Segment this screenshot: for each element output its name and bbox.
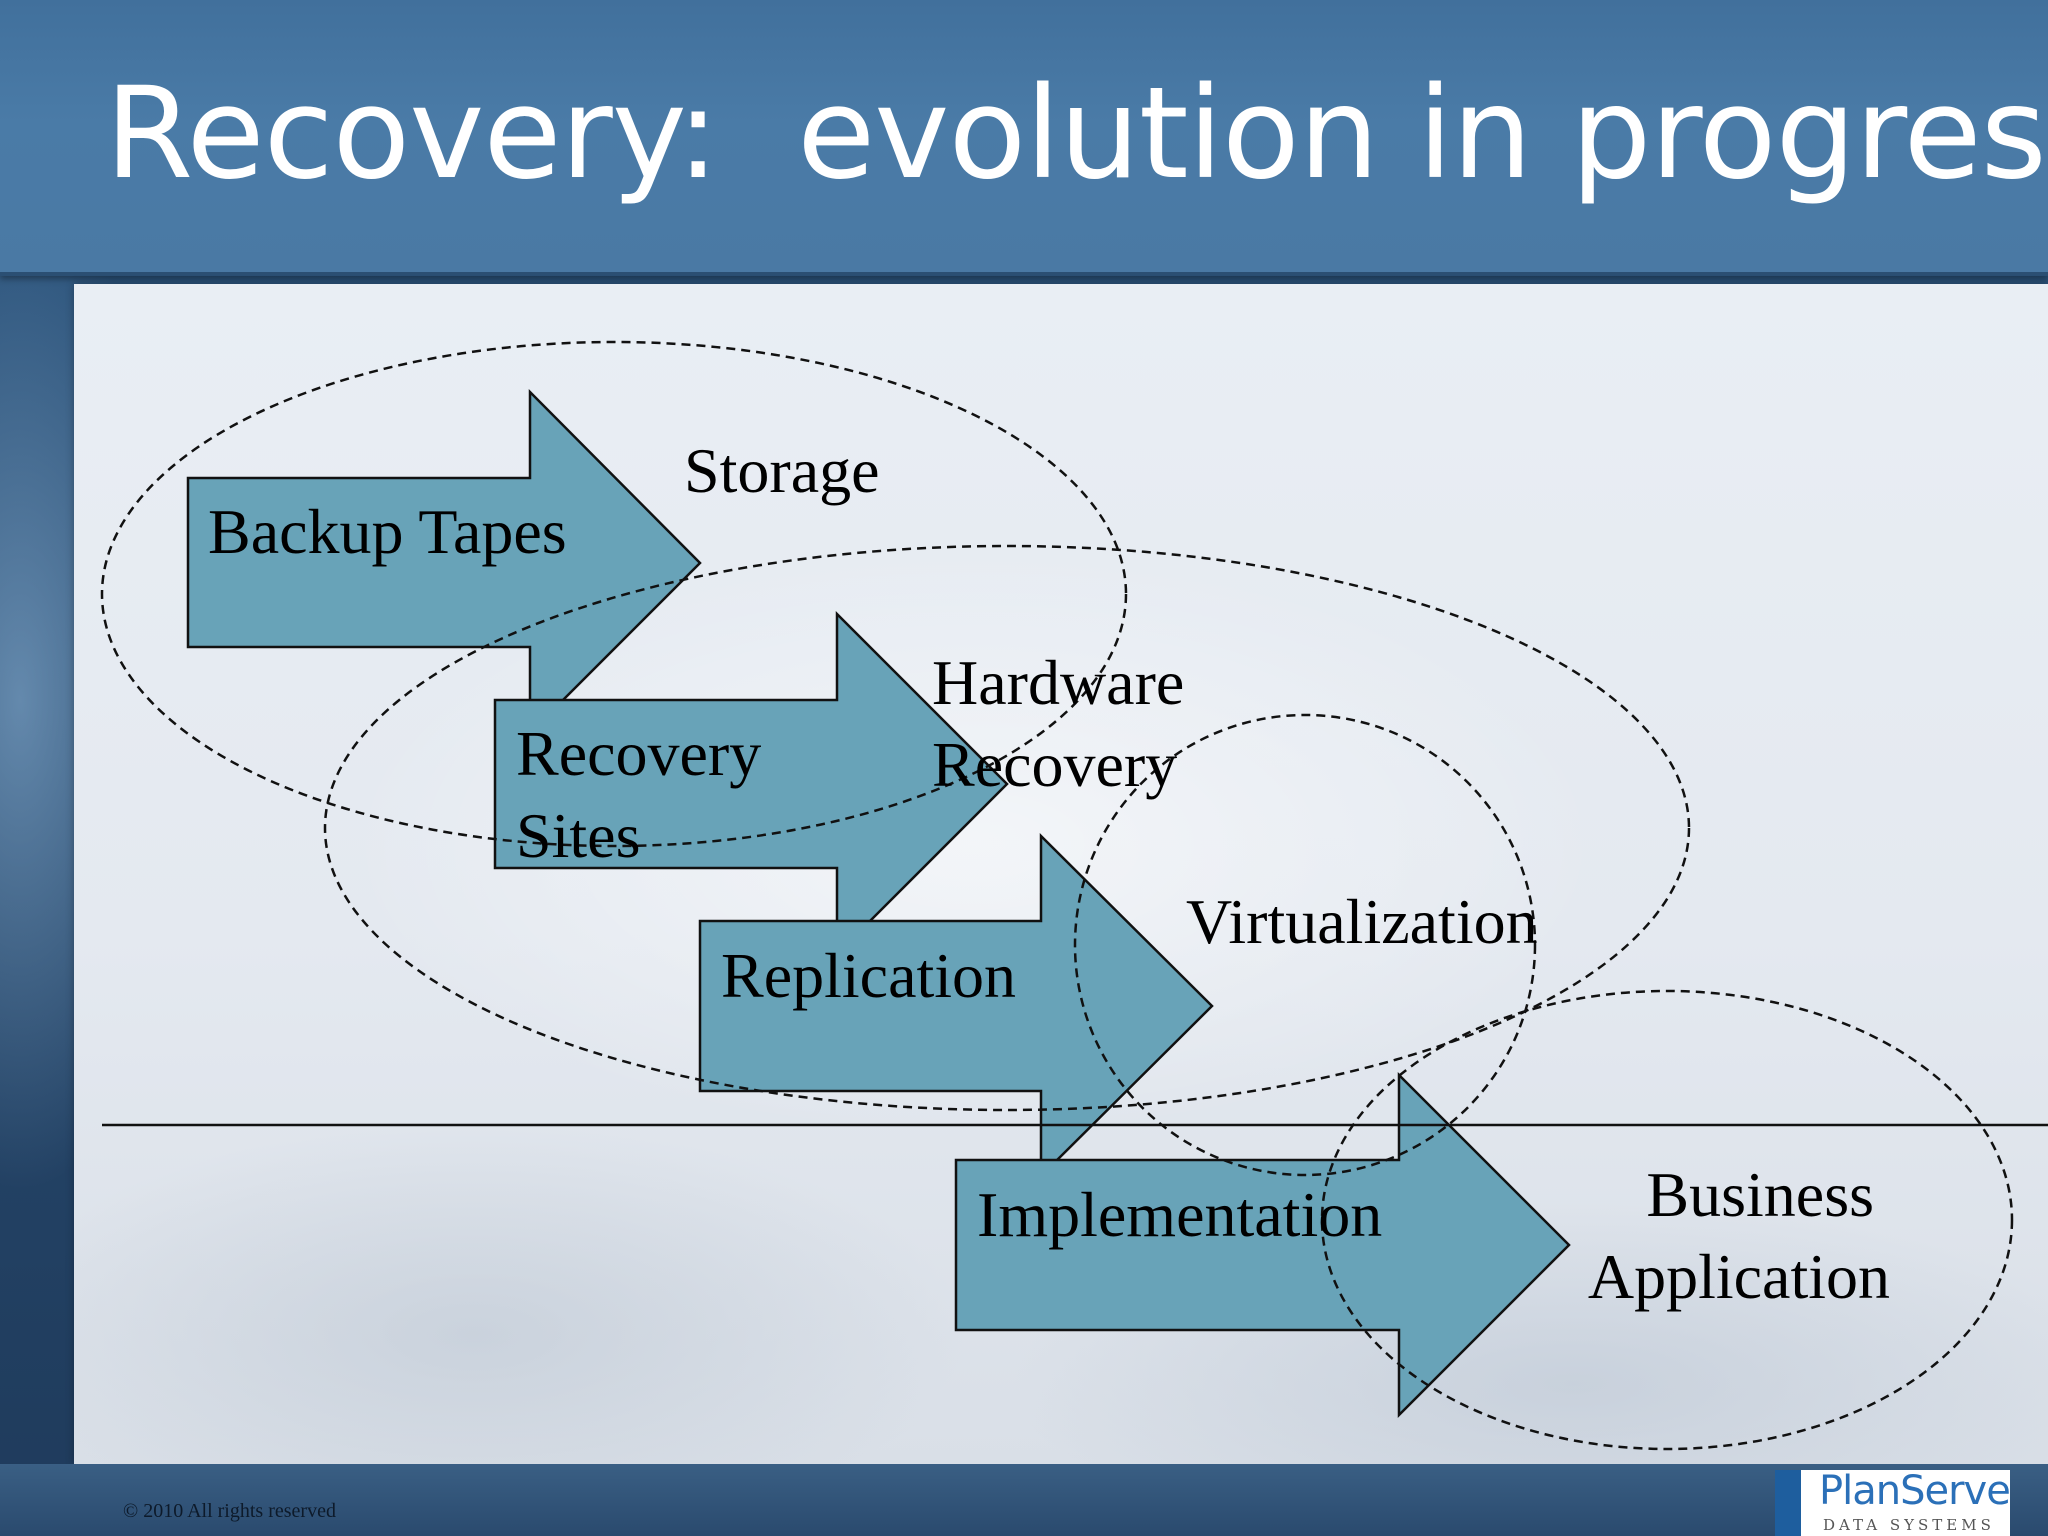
label-recovery-sites: Recovery Sites: [516, 718, 777, 871]
logo-subtitle: DATA SYSTEMS: [1823, 1516, 1995, 1534]
label-storage: Storage: [684, 435, 880, 506]
footer-strip: [0, 1464, 2048, 1536]
arrow-implementation: [954, 1071, 1571, 1419]
zone-storage: [100, 340, 1128, 848]
arrow-recovery-sites: [493, 610, 1009, 958]
label-implementation: Implementation: [977, 1179, 1382, 1250]
copyright-notice: © 2010 All rights reserved: [123, 1500, 336, 1522]
planserve-logo: PlanServe DATA SYSTEMS: [1775, 1470, 2010, 1536]
label-replication: Replication: [721, 940, 1016, 1011]
slide-title: Recovery: evolution in progress: [105, 59, 2048, 207]
label-business-application: Business Application: [1588, 1159, 1890, 1312]
label-backup-tapes: Backup Tapes: [208, 496, 567, 567]
label-hardware-recovery: Hardware Recovery: [932, 647, 1200, 800]
zone-virtualization: [1073, 713, 1537, 1177]
label-virtualization: Virtualization: [1186, 886, 1538, 957]
logo-name: PlanServe: [1819, 1470, 2010, 1514]
arrow-backup-tapes: [186, 388, 702, 737]
zone-business-application: [1320, 989, 2014, 1451]
zone-hardware-recovery: [323, 544, 1691, 1112]
title-bar: Recovery: evolution in progress: [0, 0, 2048, 276]
